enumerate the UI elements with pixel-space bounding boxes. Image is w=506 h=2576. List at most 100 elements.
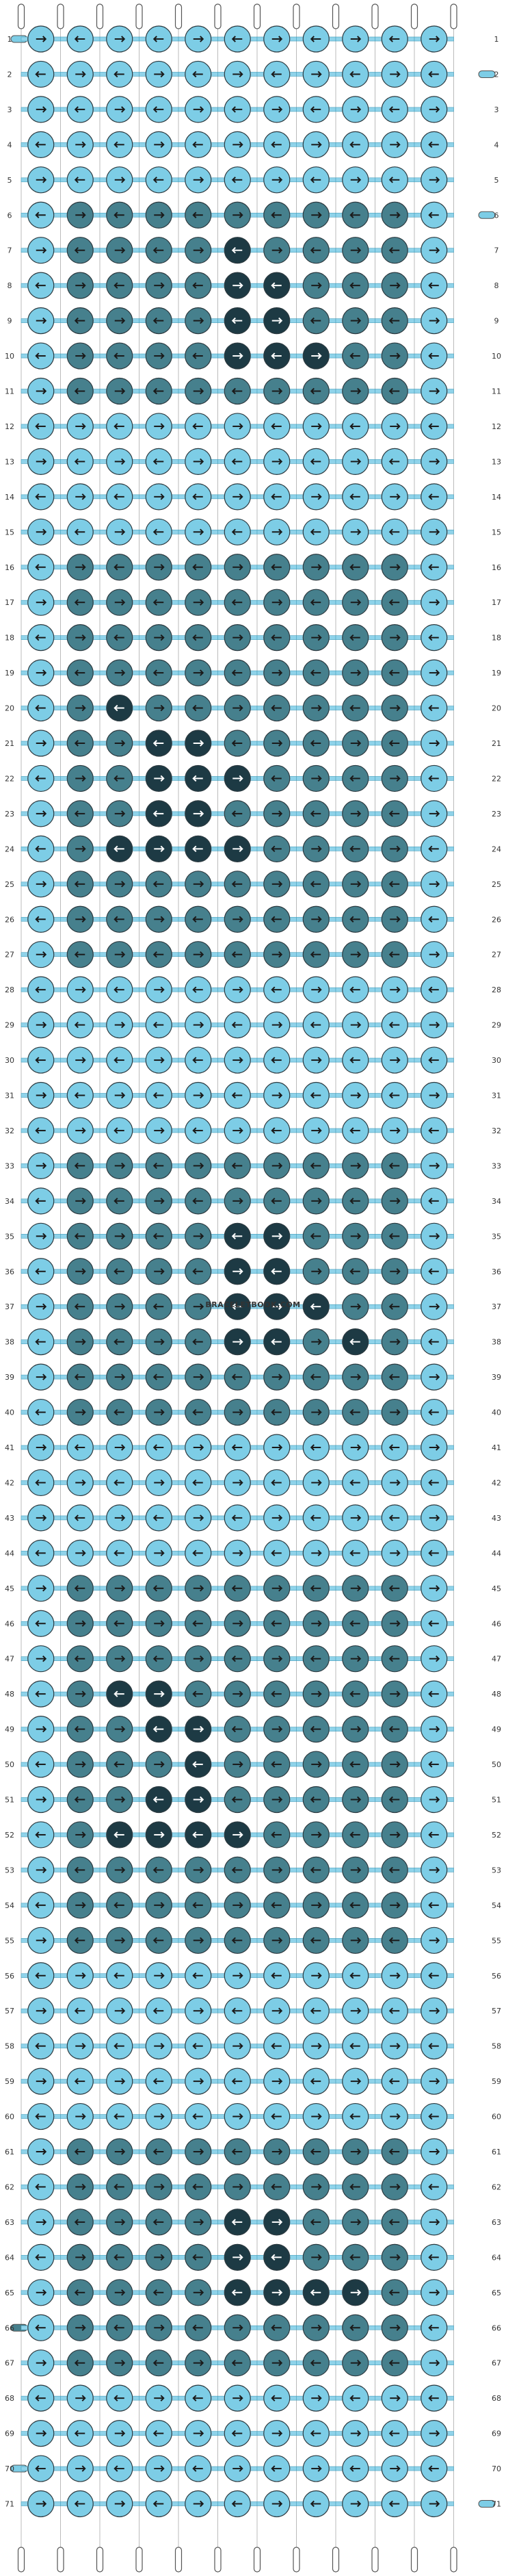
arrow-icon-head [278,528,283,536]
arrow-icon-head [81,2042,86,2050]
arrow-icon-head [271,916,276,923]
arrow-icon-head [357,246,362,254]
arrow-icon-head [317,1902,322,1909]
arrow-icon-head [436,317,440,324]
row-number-right: 45 [492,1584,501,1593]
arrow-icon-head [357,1866,362,1874]
arrow-icon-head [310,669,315,676]
arrow-icon-head [192,1057,197,1064]
arrow-icon-head [388,2289,393,2296]
arrow-icon-head [200,1021,204,1029]
arrow-icon-head [436,1796,440,1803]
row-number-left: 39 [5,1373,14,1382]
arrow-icon-head [81,423,86,430]
arrow-icon-head [121,2500,126,2508]
arrow-icon-head [310,106,315,113]
arrow-icon-head [81,1690,86,1697]
arrow-icon-head [231,317,236,324]
arrow-icon-head [388,246,393,254]
arrow-icon-head [317,845,322,853]
arrow-icon-head [152,669,157,676]
arrow-icon-head [310,1796,315,1803]
arrow-icon-head [200,2148,204,2155]
arrow-icon-head [35,986,40,993]
knot-grid [21,25,454,2518]
arrow-icon-head [152,36,157,42]
arrow-icon-head [396,2324,401,2331]
arrow-icon-head [310,2148,315,2155]
arrow-icon-head [192,1479,197,1486]
row-number-right: 67 [492,2359,501,2368]
arrow-icon-head [231,2359,236,2367]
arrow-icon-head [349,1408,354,1416]
arrow-icon-head [35,1338,40,1345]
arrow-icon-head [152,2430,157,2437]
arrow-icon-head [310,1233,315,1240]
string-bottom-peg [135,2547,143,2573]
arrow-icon-head [388,1725,393,1733]
arrow-icon-head [278,458,283,465]
arrow-icon-head [35,141,40,149]
string-lines [17,3,457,2573]
arrow-icon-head [152,1585,157,1592]
arrow-icon-head [271,1198,276,1205]
arrow-icon-head [278,2007,283,2014]
row-number-right: 3 [494,105,499,114]
string-top-peg [214,3,222,29]
arrow-icon-head [231,1866,236,1874]
row-number-right: 14 [492,493,501,502]
arrow-icon-head [74,1021,79,1029]
arrow-icon-head [160,2465,165,2472]
arrow-icon-head [436,1725,440,1733]
arrow-icon-head [121,1585,126,1592]
arrow-icon-head [310,1515,315,1521]
row-number-right: 29 [492,1021,501,1030]
arrow-icon-head [396,1690,401,1697]
arrow-icon-head [74,2359,79,2367]
row-number-left: 16 [5,563,14,572]
arrow-icon-head [239,1338,243,1345]
arrow-icon-head [271,141,276,149]
arrow-icon-head [278,951,283,958]
arrow-icon-head [42,2007,47,2014]
arrow-icon-head [428,70,433,78]
arrow-icon-head [152,1374,157,1380]
arrow-icon-head [160,916,165,923]
arrow-icon-head [152,881,157,888]
arrow-icon-head [349,1690,354,1697]
arrow-icon-head [152,528,157,536]
row-number-right: 28 [492,986,501,994]
arrow-icon-head [428,704,433,712]
arrow-icon-head [428,2324,433,2331]
arrow-icon-head [436,246,440,254]
arrow-icon-head [428,845,433,853]
row-number-left: 27 [5,951,14,959]
arrow-icon-head [35,493,40,500]
arrow-icon-head [42,1021,47,1029]
row-number-left: 58 [5,2042,14,2051]
row-number-right: 9 [494,317,499,326]
arrow-icon-head [81,1902,86,1909]
arrow-icon-head [114,1479,118,1486]
arrow-icon-head [317,2395,322,2401]
arrow-icon-head [317,704,322,712]
arrow-icon-head [271,1057,276,1064]
arrow-icon-head [192,1127,197,1134]
arrow-icon-head [357,177,362,183]
row-number-right: 31 [492,1092,501,1100]
arrow-icon-head [428,211,433,218]
arrow-icon-head [152,2148,157,2155]
arrow-icon-head [42,458,47,465]
arrow-icon-head [357,1303,362,1310]
string-top-peg [174,3,183,29]
row-number-right: 48 [492,1690,501,1699]
side-string-marker [478,2500,496,2508]
row-number-right: 66 [492,2323,501,2332]
row-number-left: 20 [5,704,14,713]
arrow-icon-head [349,1761,354,1768]
row-number-left: 45 [5,1584,14,1593]
arrow-icon-head [388,387,393,395]
arrow-icon-head [152,2078,157,2085]
arrow-icon-head [396,845,401,853]
arrow-icon-head [271,2183,276,2191]
